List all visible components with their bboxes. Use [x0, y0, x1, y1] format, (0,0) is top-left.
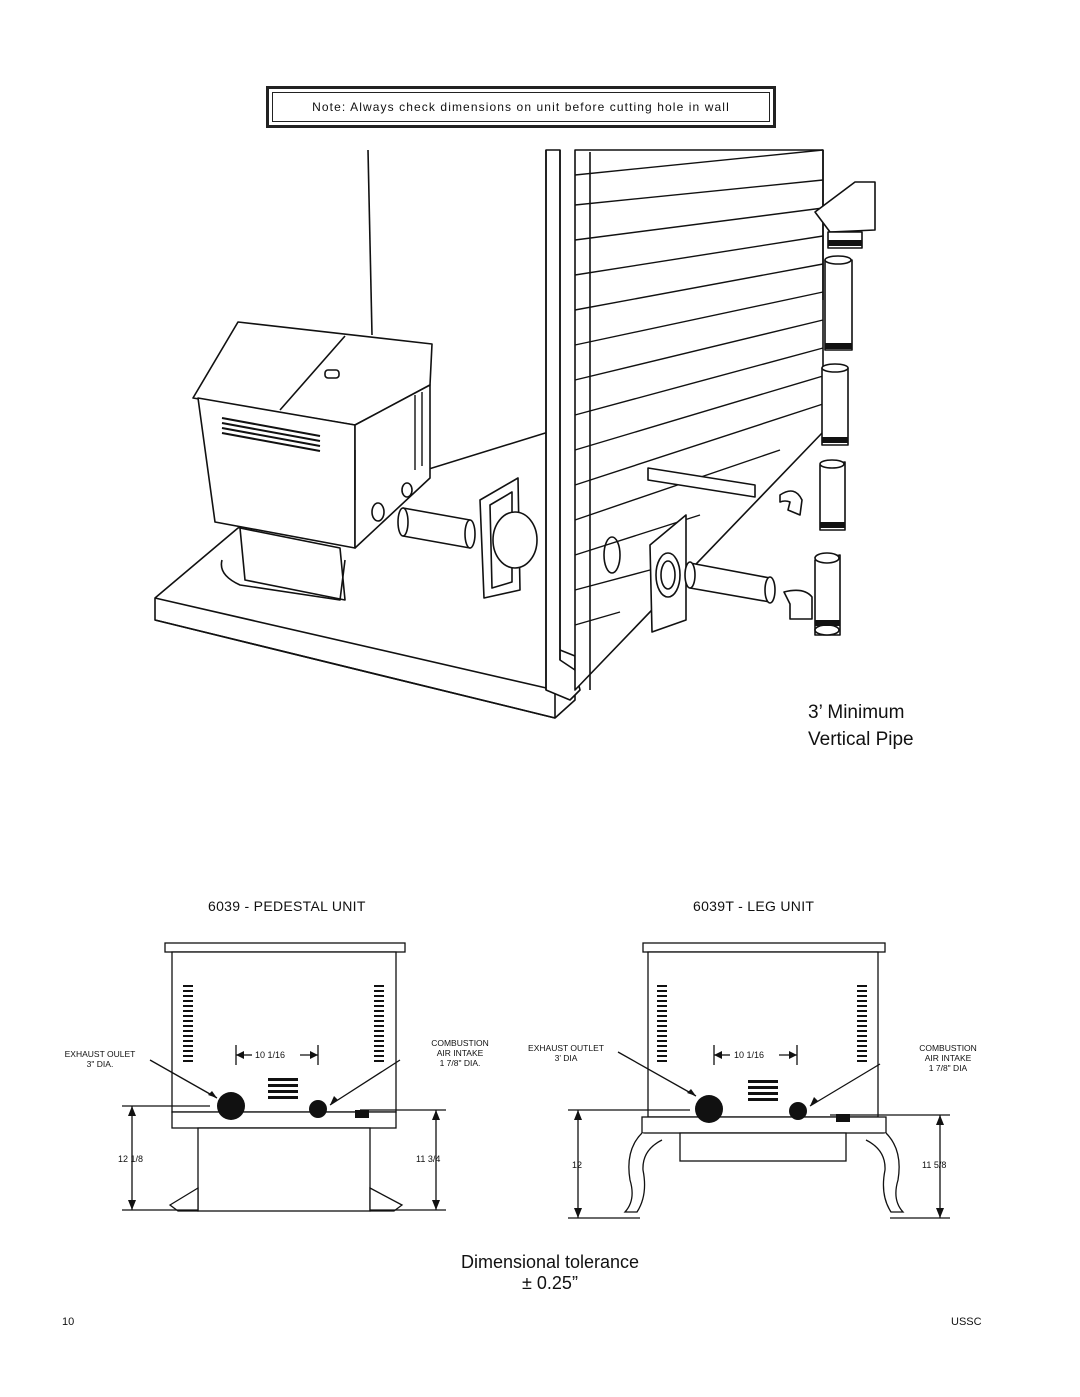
pedestal-exhaust-line-1: EXHAUST OULET: [64, 1049, 136, 1059]
pedestal-combustion-label: COMBUSTION AIR INTAKE 1 7/8" DIA.: [410, 1038, 510, 1068]
pedestal-exhaust-line-2: 3" DIA.: [86, 1059, 114, 1069]
pedestal-combustion-line-3: 1 7/8" DIA.: [439, 1058, 481, 1068]
leg-combustion-line-2: AIR INTAKE: [924, 1053, 972, 1063]
leg-combustion-line-3: 1 7/8" DIA: [928, 1063, 968, 1073]
warning-note-box: Note: Always check dimensions on unit be…: [266, 86, 776, 128]
leg-right-height: 11 5/8: [922, 1160, 947, 1170]
leg-left-height: 12: [572, 1160, 583, 1170]
pedestal-combustion-line-1: COMBUSTION: [431, 1038, 489, 1048]
pedestal-spacing-dimension: 10 1/16: [255, 1050, 286, 1060]
leg-spacing-dimension: 10 1/16: [734, 1050, 765, 1060]
tolerance-note: Dimensional tolerance ± 0.25”: [390, 1252, 710, 1294]
pedestal-combustion-line-2: AIR INTAKE: [436, 1048, 484, 1058]
leg-exhaust-line-2: 3’ DIA: [554, 1053, 578, 1063]
leg-unit-title: 6039T - LEG UNIT: [693, 898, 815, 914]
pedestal-unit-title: 6039 - PEDESTAL UNIT: [208, 898, 366, 914]
installation-illustration: [154, 149, 876, 719]
pedestal-left-height: 12 1/8: [118, 1154, 144, 1164]
caption-line-2: Vertical Pipe: [808, 729, 914, 750]
leg-exhaust-label: EXHAUST OUTLET 3’ DIA: [512, 1043, 620, 1063]
pedestal-exhaust-label: EXHAUST OULET 3" DIA.: [50, 1049, 150, 1069]
brand-footer: USSC: [951, 1316, 982, 1328]
caption-line-1: 3’ Minimum: [808, 702, 905, 723]
leg-exhaust-line-1: EXHAUST OUTLET: [528, 1043, 604, 1053]
leg-combustion-line-1: COMBUSTION: [919, 1043, 977, 1053]
leg-combustion-label: COMBUSTION AIR INTAKE 1 7/8" DIA: [898, 1043, 998, 1073]
warning-note-text: Note: Always check dimensions on unit be…: [272, 92, 770, 122]
page-number: 10: [62, 1316, 75, 1328]
tolerance-line-1: Dimensional tolerance: [460, 1252, 640, 1272]
tolerance-line-2: ± 0.25”: [522, 1273, 578, 1293]
pedestal-right-height: 11 3/4: [416, 1154, 441, 1164]
